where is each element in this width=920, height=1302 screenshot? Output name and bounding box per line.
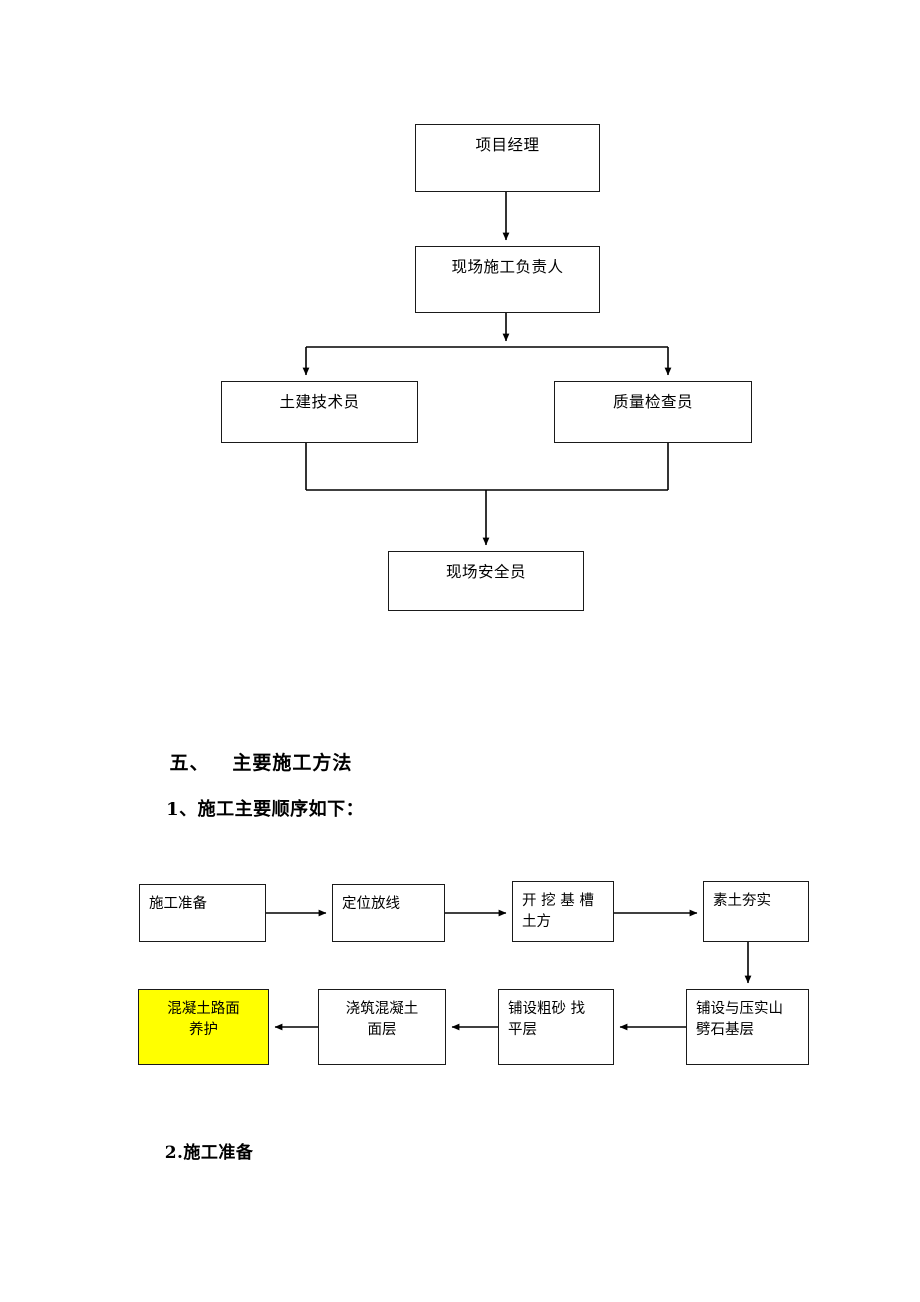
flow-node-label: 混凝土路面 养护: [167, 1001, 240, 1039]
flow-node-label: 浇筑混凝土 面层: [345, 1001, 419, 1039]
flow-node-concrete-road-curing[interactable]: 混凝土路面 养护: [138, 989, 269, 1065]
org-node-quality-inspector[interactable]: 质量检查员: [554, 381, 752, 443]
flow-node-concrete-surface-pour[interactable]: 浇筑混凝土 面层: [318, 989, 446, 1065]
heading-text: 五、 主要施工方法: [169, 752, 353, 774]
heading-item-one: 1、施工主要顺序如下：: [139, 774, 364, 842]
flow-node-subgrade-compaction[interactable]: 素土夯实: [703, 881, 809, 942]
flow-node-construction-preparation[interactable]: 施工准备: [139, 884, 266, 942]
org-node-site-supervisor[interactable]: 现场施工负责人: [415, 246, 600, 313]
org-node-label: 现场安全员: [445, 563, 526, 581]
heading-text: 2.施工准备: [164, 1143, 254, 1163]
org-node-label: 现场施工负责人: [451, 258, 564, 276]
flow-node-label: 素土夯实: [713, 893, 771, 909]
org-node-label: 土建技术员: [279, 393, 360, 411]
flow-node-rubble-base-course[interactable]: 铺设与压实山 劈石基层: [686, 989, 809, 1065]
flow-node-label: 铺设粗砂 找 平层: [508, 1001, 586, 1039]
org-node-site-safety-officer[interactable]: 现场安全员: [388, 551, 584, 611]
flow-node-label: 施工准备: [149, 896, 207, 912]
org-node-label: 项目经理: [475, 136, 540, 154]
flow-node-sand-leveling-course[interactable]: 铺设粗砂 找 平层: [498, 989, 614, 1065]
heading-section-five: 五、 主要施工方法: [139, 726, 352, 797]
flow-node-label: 开 挖 基 槽 土方: [522, 893, 594, 931]
flow-node-label: 铺设与压实山 劈石基层: [696, 1001, 783, 1039]
org-node-project-manager[interactable]: 项目经理: [415, 124, 600, 192]
flow-node-setting-out[interactable]: 定位放线: [332, 884, 445, 942]
org-node-label: 质量检查员: [612, 393, 693, 411]
heading-text: 1、施工主要顺序如下：: [166, 799, 365, 820]
flow-node-label: 定位放线: [342, 896, 400, 912]
flow-node-foundation-excavation[interactable]: 开 挖 基 槽 土方: [512, 881, 614, 942]
heading-item-two: 2.施工准备: [139, 1118, 253, 1183]
org-node-civil-technician[interactable]: 土建技术员: [221, 381, 418, 443]
